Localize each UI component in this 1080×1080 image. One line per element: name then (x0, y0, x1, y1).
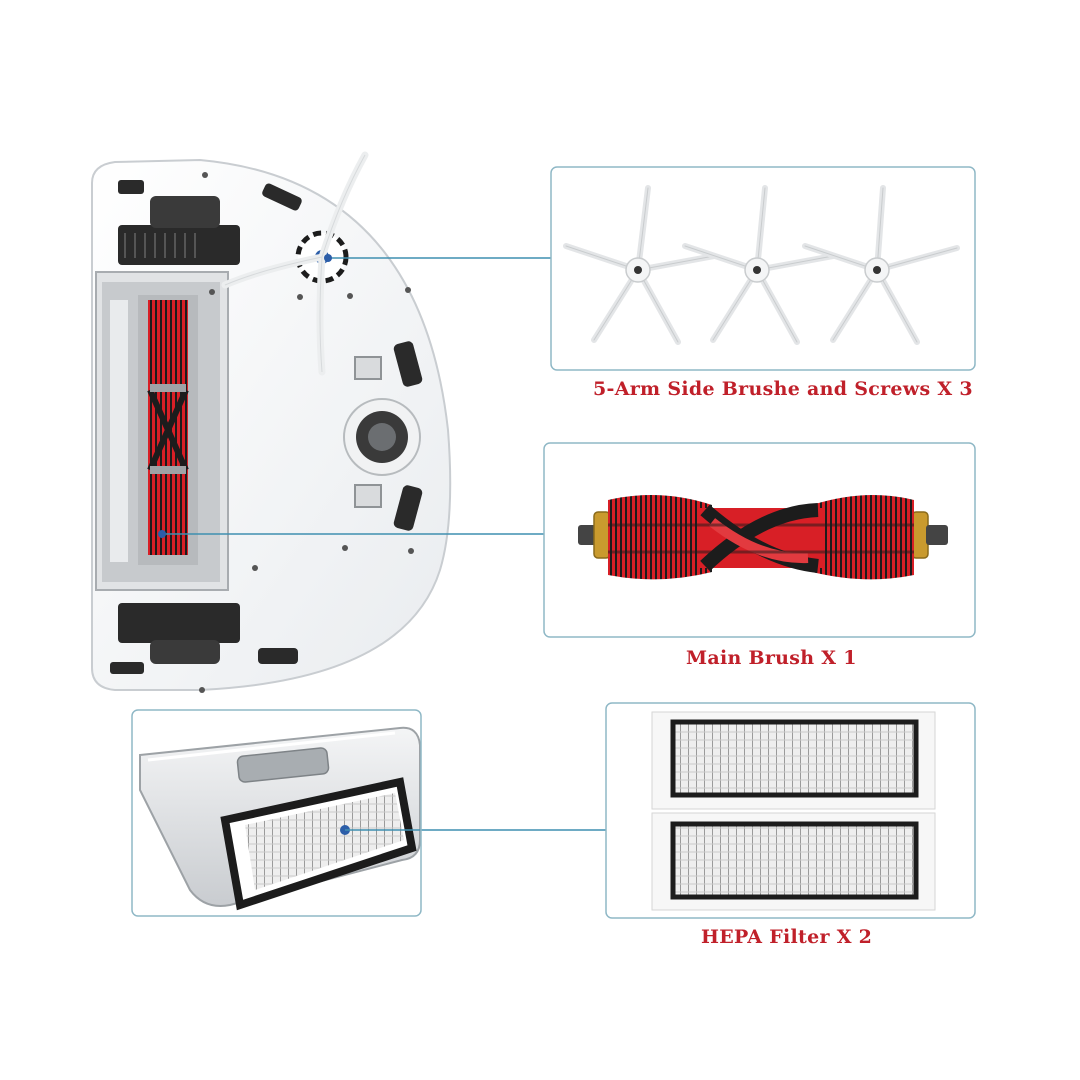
dust-bin (139, 726, 421, 911)
main-brush-image (578, 495, 948, 580)
hepa-filter-caption: HEPA Filter X 2 (701, 926, 873, 948)
side-brush-image (563, 185, 960, 345)
side-brush-caption: 5-Arm Side Brushe and Screws X 3 (593, 378, 973, 400)
hepa-filter-image (651, 711, 936, 911)
robot-underside (91, 151, 452, 693)
connector-lines (162, 257, 607, 831)
dust-bin-panel (131, 709, 422, 917)
main-brush-caption: Main Brush X 1 (686, 647, 857, 669)
